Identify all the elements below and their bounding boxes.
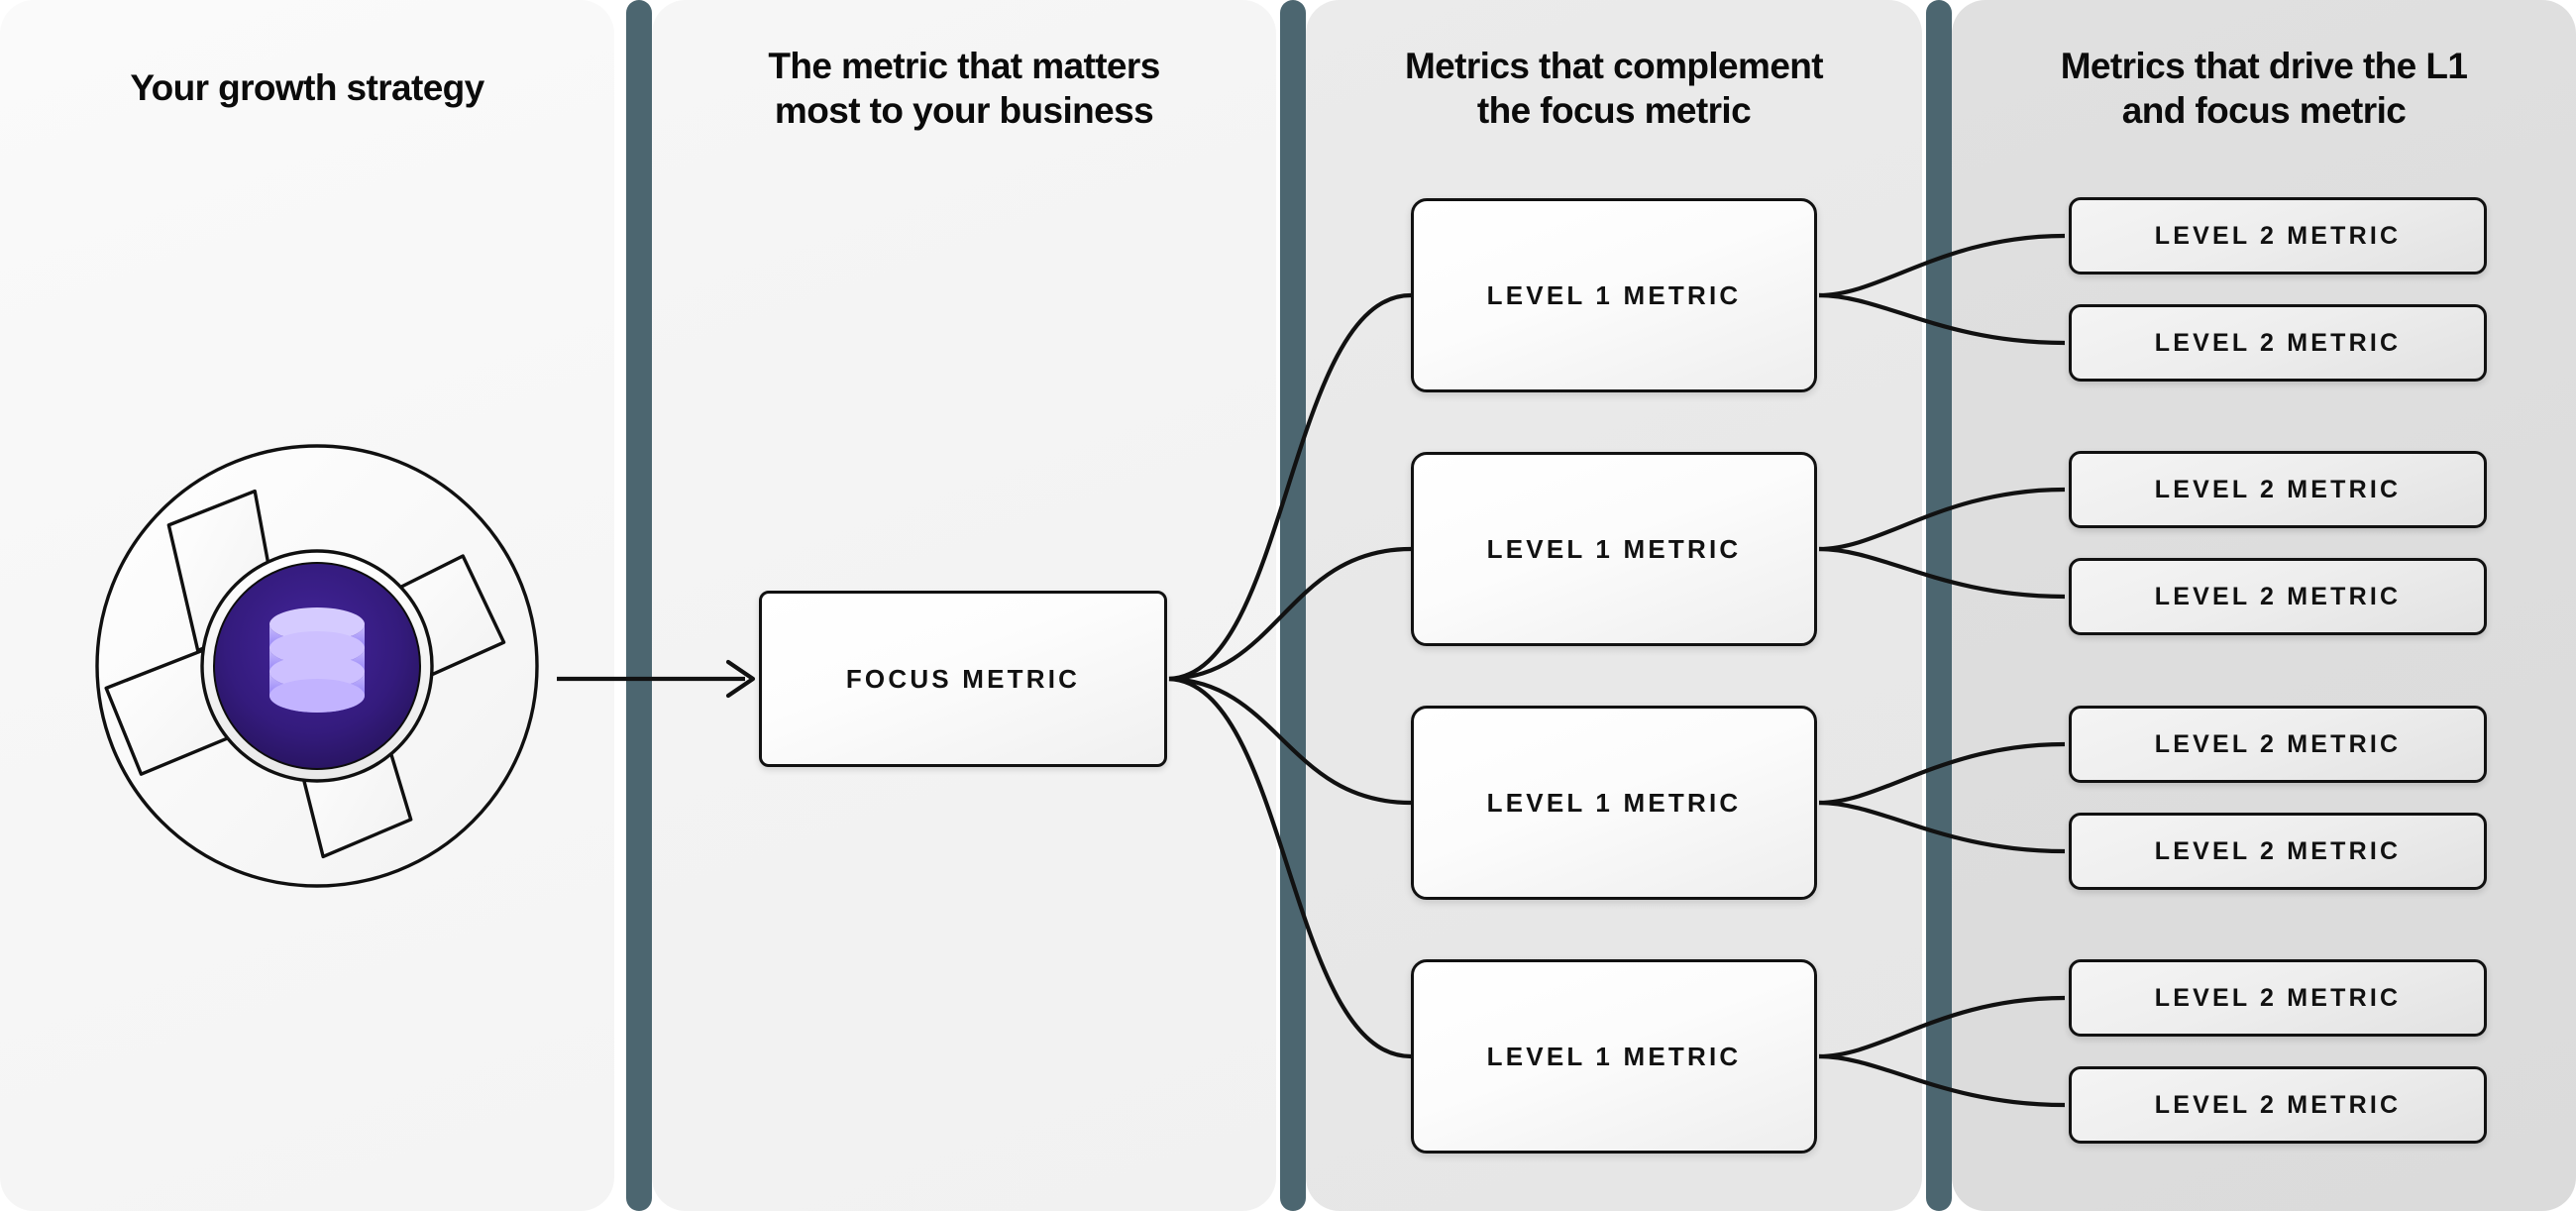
- level-1-metric-node[interactable]: LEVEL 1 METRIC: [1411, 959, 1817, 1154]
- level-2-metric-node[interactable]: LEVEL 2 METRIC: [2069, 706, 2487, 783]
- focus-metric-node[interactable]: FOCUS METRIC: [759, 591, 1167, 767]
- column-divider-3: [1926, 0, 1952, 1211]
- column-title-line: the focus metric: [1476, 90, 1752, 132]
- column-title-line: Your growth strategy: [130, 67, 484, 108]
- level-1-metric-label: LEVEL 1 METRIC: [1486, 787, 1742, 818]
- level-2-metric-node[interactable]: LEVEL 2 METRIC: [2069, 451, 2487, 528]
- column-title-focus-metric: The metric that matters most to your bus…: [652, 44, 1276, 133]
- focus-metric-label: FOCUS METRIC: [845, 663, 1081, 694]
- database-stack-icon: [269, 607, 365, 713]
- level-2-metric-label: LEVEL 2 METRIC: [2154, 1090, 2402, 1119]
- column-title-line: and focus metric: [2121, 90, 2407, 132]
- level-2-metric-node[interactable]: LEVEL 2 METRIC: [2069, 959, 2487, 1037]
- column-title-level-1: Metrics that complement the focus metric: [1306, 44, 1922, 133]
- level-2-metric-label: LEVEL 2 METRIC: [2154, 983, 2402, 1012]
- aperture-database-logo: [79, 428, 555, 904]
- column-title-level-2: Metrics that drive the L1 and focus metr…: [1952, 44, 2576, 133]
- level-1-metric-node[interactable]: LEVEL 1 METRIC: [1411, 706, 1817, 900]
- column-divider-1: [626, 0, 652, 1211]
- column-title-line: The metric that matters: [768, 46, 1160, 86]
- level-2-metric-label: LEVEL 2 METRIC: [2154, 328, 2402, 357]
- level-1-metric-label: LEVEL 1 METRIC: [1486, 1041, 1742, 1071]
- level-2-metric-node[interactable]: LEVEL 2 METRIC: [2069, 558, 2487, 635]
- level-1-metric-label: LEVEL 1 METRIC: [1486, 533, 1742, 564]
- level-1-metric-node[interactable]: LEVEL 1 METRIC: [1411, 452, 1817, 646]
- level-2-metric-label: LEVEL 2 METRIC: [2154, 221, 2402, 250]
- level-2-metric-node[interactable]: LEVEL 2 METRIC: [2069, 813, 2487, 890]
- column-title-line: Metrics that drive the L1: [2060, 46, 2468, 86]
- level-2-metric-label: LEVEL 2 METRIC: [2154, 729, 2402, 758]
- column-divider-2: [1280, 0, 1306, 1211]
- level-2-metric-node[interactable]: LEVEL 2 METRIC: [2069, 1066, 2487, 1144]
- level-1-metric-label: LEVEL 1 METRIC: [1486, 279, 1742, 310]
- level-2-metric-label: LEVEL 2 METRIC: [2154, 582, 2402, 610]
- column-title-line: Metrics that complement: [1404, 46, 1824, 86]
- level-2-metric-label: LEVEL 2 METRIC: [2154, 475, 2402, 503]
- level-2-metric-node[interactable]: LEVEL 2 METRIC: [2069, 304, 2487, 382]
- column-title-line: most to your business: [774, 90, 1154, 132]
- level-2-metric-node[interactable]: LEVEL 2 METRIC: [2069, 197, 2487, 275]
- level-1-metric-node[interactable]: LEVEL 1 METRIC: [1411, 198, 1817, 392]
- level-2-metric-label: LEVEL 2 METRIC: [2154, 836, 2402, 865]
- column-title-growth-strategy: Your growth strategy: [0, 65, 614, 110]
